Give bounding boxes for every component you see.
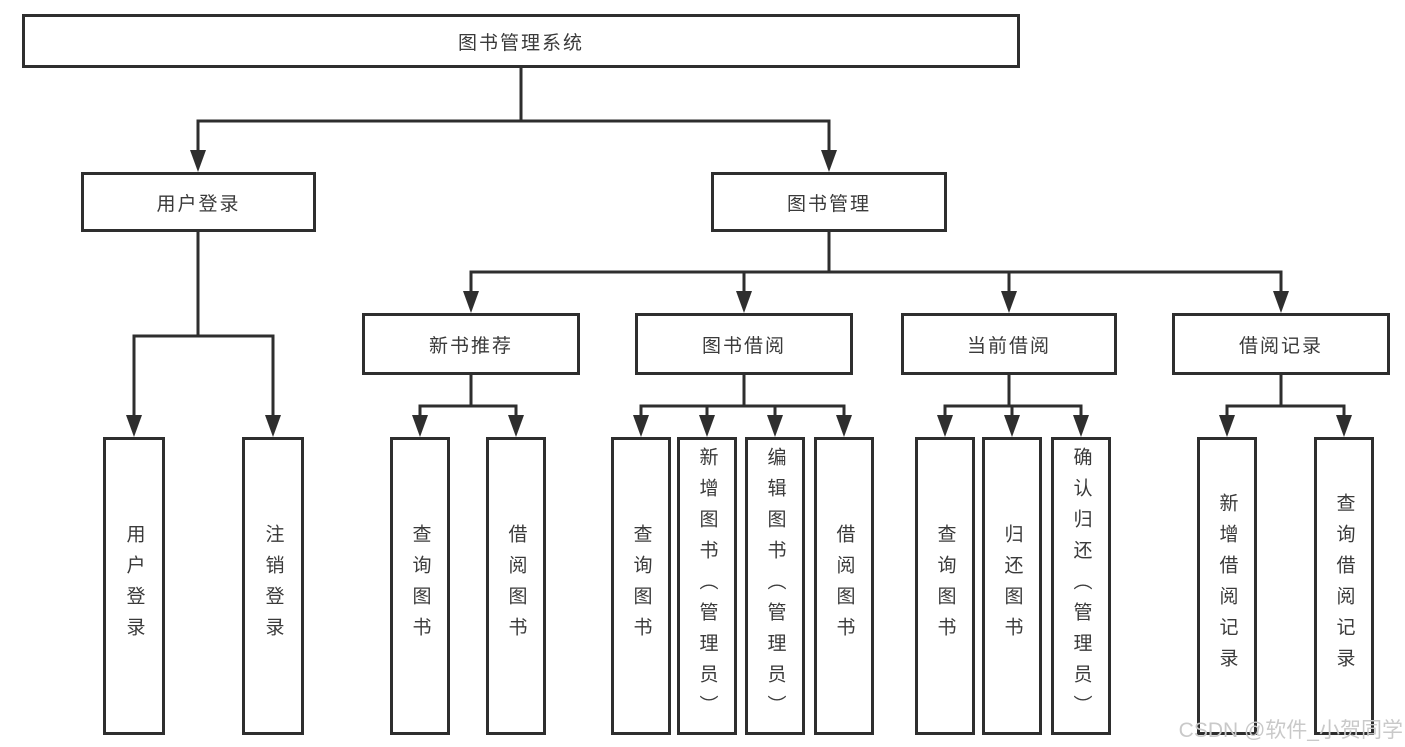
- leaf-logout-label: 注销登录: [262, 524, 284, 648]
- leaf-rec-query-books: 查询图书: [390, 437, 450, 735]
- leaf-bb-borrow-books: 借阅图书: [814, 437, 874, 735]
- leaf-cb-return-books-label: 归还图书: [1001, 524, 1023, 648]
- node-root: 图书管理系统: [22, 14, 1020, 68]
- node-book-mgmt-label: 图书管理: [786, 193, 871, 215]
- connector-new-book-rec-to-leaves: [412, 375, 524, 437]
- leaf-br-query-record-label: 查询借阅记录: [1333, 493, 1355, 679]
- leaf-cb-return-books: 归还图书: [982, 437, 1042, 735]
- node-root-label: 图书管理系统: [457, 32, 584, 54]
- leaf-bb-edit-books-label: 编辑图书（管理员）: [764, 446, 786, 726]
- node-current-borrow: 当前借阅: [901, 313, 1117, 375]
- leaf-rec-query-books-label: 查询图书: [409, 524, 431, 648]
- leaf-bb-add-books-label: 新增图书（管理员）: [696, 446, 718, 726]
- connector-book-mgmt-to-level3: [463, 232, 1289, 313]
- watermark: CSDN @软件_小贺同学: [1178, 719, 1403, 742]
- leaf-bb-query-books: 查询图书: [611, 437, 671, 735]
- leaf-logout: 注销登录: [242, 437, 304, 735]
- node-book-borrow: 图书借阅: [635, 313, 853, 375]
- node-book-mgmt: 图书管理: [711, 172, 947, 232]
- connector-user-login-to-leaves: [126, 232, 281, 437]
- node-book-borrow-label: 图书借阅: [701, 335, 786, 357]
- leaf-bb-add-books: 新增图书（管理员）: [677, 437, 737, 735]
- leaf-bb-edit-books: 编辑图书（管理员）: [745, 437, 805, 735]
- connector-book-borrow-to-leaves: [633, 375, 852, 437]
- node-new-book-rec: 新书推荐: [362, 313, 580, 375]
- connector-current-borrow-to-leaves: [937, 375, 1089, 437]
- node-user-login-label: 用户登录: [156, 193, 241, 215]
- leaf-br-add-record: 新增借阅记录: [1197, 437, 1257, 735]
- leaf-cb-confirm-return-label: 确认归还（管理员）: [1070, 446, 1092, 726]
- node-borrow-records: 借阅记录: [1172, 313, 1390, 375]
- leaf-br-query-record: 查询借阅记录: [1314, 437, 1374, 735]
- leaf-cb-confirm-return: 确认归还（管理员）: [1051, 437, 1111, 735]
- connector-root-to-level2: [190, 68, 837, 172]
- leaf-cb-query-books: 查询图书: [915, 437, 975, 735]
- leaf-rec-borrow-books-label: 借阅图书: [505, 524, 527, 648]
- connector-borrow-records-to-leaves: [1219, 375, 1352, 437]
- leaf-user-login-label: 用户登录: [123, 524, 145, 648]
- node-user-login: 用户登录: [81, 172, 316, 232]
- node-new-book-rec-label: 新书推荐: [428, 335, 513, 357]
- leaf-rec-borrow-books: 借阅图书: [486, 437, 546, 735]
- leaf-br-add-record-label: 新增借阅记录: [1216, 493, 1238, 679]
- node-current-borrow-label: 当前借阅: [966, 335, 1051, 357]
- leaf-user-login: 用户登录: [103, 437, 165, 735]
- leaf-bb-borrow-books-label: 借阅图书: [833, 524, 855, 648]
- leaf-cb-query-books-label: 查询图书: [934, 524, 956, 648]
- leaf-bb-query-books-label: 查询图书: [630, 524, 652, 648]
- node-borrow-records-label: 借阅记录: [1238, 335, 1323, 357]
